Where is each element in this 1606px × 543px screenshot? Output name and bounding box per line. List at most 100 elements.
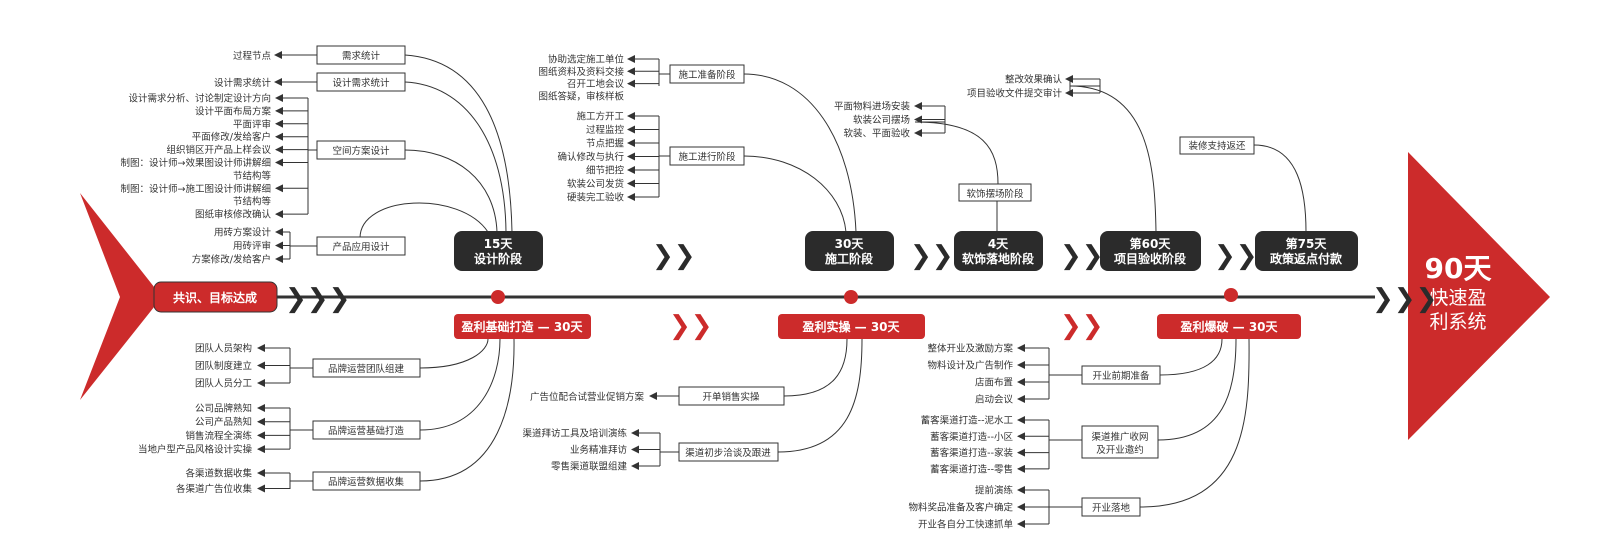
chevron-top-2: ❯❯ <box>910 241 954 271</box>
phase-acceptance: 第60天 项目验收阶段 <box>1100 231 1201 271</box>
base-box-1: 品牌运营团队组建 <box>328 363 405 375</box>
burst-box-2b: 及开业邀约 <box>1096 444 1144 456</box>
design-b3-item-7: 节结构等 <box>233 170 272 182</box>
design-b4-item-2: 用砖评审 <box>233 240 271 252</box>
phase-acceptance-days: 第60天 <box>1130 236 1172 251</box>
construction-branch: 施工准备阶段 协助选定施工单位图纸资料及资料交接召开工地会议图纸答疑，审核样板 … <box>538 54 745 204</box>
burst-b3-item-2: 物料奖品准备及客户确定 <box>908 502 1013 514</box>
practice-box-2: 渠道初步洽谈及跟进 <box>685 447 771 459</box>
bottom-connections <box>419 338 1250 508</box>
acc-item-1: 整改效果确认 <box>1005 74 1063 86</box>
base-b1-item-1: 团队人员架构 <box>195 343 252 355</box>
fish-head <box>1408 152 1550 440</box>
design-b4-item-1: 用砖方案设计 <box>214 227 272 239</box>
phase-soft: 4天 软饰落地阶段 <box>954 231 1043 271</box>
burst-box-1: 开业前期准备 <box>1092 370 1150 382</box>
chevron-bottom-2: ❯❯ <box>1060 311 1104 341</box>
design-box-1: 需求统计 <box>342 50 381 62</box>
cons-b1-item-1: 协助选定施工单位 <box>548 54 625 66</box>
cons-b2-item-2: 过程监控 <box>586 124 625 136</box>
base-b2-item-1: 公司品牌熟知 <box>195 403 252 415</box>
burst-b2-item-4: 蓄客渠道打造--零售 <box>930 463 1013 475</box>
burst-b3-item-1: 提前演练 <box>975 485 1014 497</box>
base-b1-item-2: 团队制度建立 <box>195 360 252 372</box>
spine-dot-2 <box>844 290 858 304</box>
design-item-2: 设计需求统计 <box>214 77 272 89</box>
chevron-bottom-1: ❯❯ <box>669 311 713 341</box>
cons-b2-item-3: 节点把握 <box>586 138 625 150</box>
base-b3-item-2: 各渠道广告位收集 <box>176 483 253 495</box>
spine-chevrons-start: ❯❯❯ <box>285 284 350 314</box>
burst-b2-item-3: 蓄客渠道打造--家装 <box>930 447 1013 459</box>
design-box-3: 空间方案设计 <box>332 145 390 157</box>
start-label: 共识、目标达成 <box>173 290 257 305</box>
base-b2-item-4: 当地户型产品风格设计实操 <box>138 444 253 456</box>
practice-item-1: 广告位配合试营业促销方案 <box>530 391 645 403</box>
policy-branch: 装修支持返还 <box>1179 136 1255 155</box>
start-box <box>153 281 278 313</box>
phase-design: 15天 设计阶段 <box>454 231 543 271</box>
cons-b2-item-4: 确认修改与执行 <box>557 151 624 163</box>
cons-b2-item-5: 细节把控 <box>586 165 625 177</box>
cons-b2-item-1: 施工方开工 <box>576 111 624 123</box>
spine-dot-3 <box>1224 288 1238 302</box>
design-item-1: 过程节点 <box>233 50 272 62</box>
chevron-top-4: ❯❯ <box>1214 241 1258 271</box>
soft-item-2: 软装公司摆场 <box>853 114 910 126</box>
soft-item-1: 平面物料进场安装 <box>834 101 911 113</box>
phase-soft-name: 软饰落地阶段 <box>962 251 1035 266</box>
cons-b2-item-7: 硬装完工验收 <box>567 192 625 204</box>
design-box-4: 产品应用设计 <box>332 241 390 253</box>
prac-b2-item-1: 渠道拜访工具及培训演练 <box>522 428 627 440</box>
practice-branch: 开单销售实操 广告位配合试营业促销方案 渠道初步洽谈及跟进 渠道拜访工具及培训演… <box>522 386 785 473</box>
burst-b1-item-3: 店面布置 <box>975 377 1013 389</box>
goal-title: 90天 <box>1425 252 1492 285</box>
phase-policy: 第75天 政策返点付款 <box>1255 231 1358 271</box>
base-b2-item-2: 公司产品熟知 <box>195 416 252 428</box>
design-b3-item-9: 节结构等 <box>233 196 272 208</box>
base-b1-item-3: 团队人员分工 <box>195 378 253 390</box>
design-b3-item-2: 设计平面布局方案 <box>195 105 272 117</box>
base-box-2: 品牌运营基础打造 <box>328 425 405 437</box>
design-branch: 需求统计 过程节点 设计需求统计 设计需求统计 空间方案设计 设计需求分析、讨论… <box>121 45 406 266</box>
burst-box-3: 开业落地 <box>1092 502 1131 514</box>
phase-practice: 盈利实操 — 30天 <box>778 314 925 339</box>
chevron-top-3: ❯❯ <box>1060 241 1104 271</box>
design-b3-item-3: 平面评审 <box>233 118 271 130</box>
cons-b1-item-3: 召开工地会议 <box>567 78 625 90</box>
burst-b1-item-4: 启动会议 <box>975 394 1014 406</box>
construction-box-1: 施工准备阶段 <box>678 69 736 81</box>
phase-construction: 30天 施工阶段 <box>805 231 894 271</box>
goal-line2: 利系统 <box>1429 311 1486 333</box>
burst-b2-item-1: 蓄客渠道打造--泥水工 <box>921 415 1014 427</box>
burst-b3-item-3: 开业各自分工快速抓单 <box>918 519 1014 531</box>
soft-item-3: 软装、平面验收 <box>843 128 910 140</box>
phase-practice-label: 盈利实操 — 30天 <box>801 319 900 334</box>
burst-b1-item-2: 物料设计及广告制作 <box>927 360 1013 372</box>
phase-policy-days: 第75天 <box>1286 236 1328 251</box>
design-b3-item-1: 设计需求分析、讨论制定设计方向 <box>128 93 271 105</box>
policy-box: 装修支持返还 <box>1188 140 1246 152</box>
burst-b2-item-2: 蓄客渠道打造--小区 <box>930 431 1013 443</box>
base-box-3: 品牌运营数据收集 <box>328 476 405 488</box>
phase-construction-days: 30天 <box>835 237 865 251</box>
phase-policy-name: 政策返点付款 <box>1270 251 1343 266</box>
design-b3-item-6: 制图：设计师→效果图设计师讲解细 <box>121 157 271 169</box>
phase-base: 盈利基础打造 — 30天 <box>454 314 591 339</box>
cons-b2-item-6: 软装公司发货 <box>567 178 624 190</box>
phase-acceptance-name: 项目验收阶段 <box>1114 251 1187 266</box>
soft-box: 软饰摆场阶段 <box>966 188 1024 200</box>
design-b3-item-8: 制图：设计师→施工图设计师讲解细 <box>121 183 271 195</box>
phase-base-label: 盈利基础打造 — 30天 <box>460 319 583 334</box>
base-b2-item-3: 销售流程全演练 <box>185 430 252 442</box>
design-b3-item-4: 平面修改/发给客户 <box>192 131 271 143</box>
chevron-top-1: ❯❯ <box>652 241 696 271</box>
design-box-2: 设计需求统计 <box>332 77 390 89</box>
top-connections <box>359 54 1307 239</box>
cons-b1-item-2: 图纸资料及资料交接 <box>538 66 624 78</box>
design-b3-item-5: 组织销区开产品上样会议 <box>166 144 271 156</box>
